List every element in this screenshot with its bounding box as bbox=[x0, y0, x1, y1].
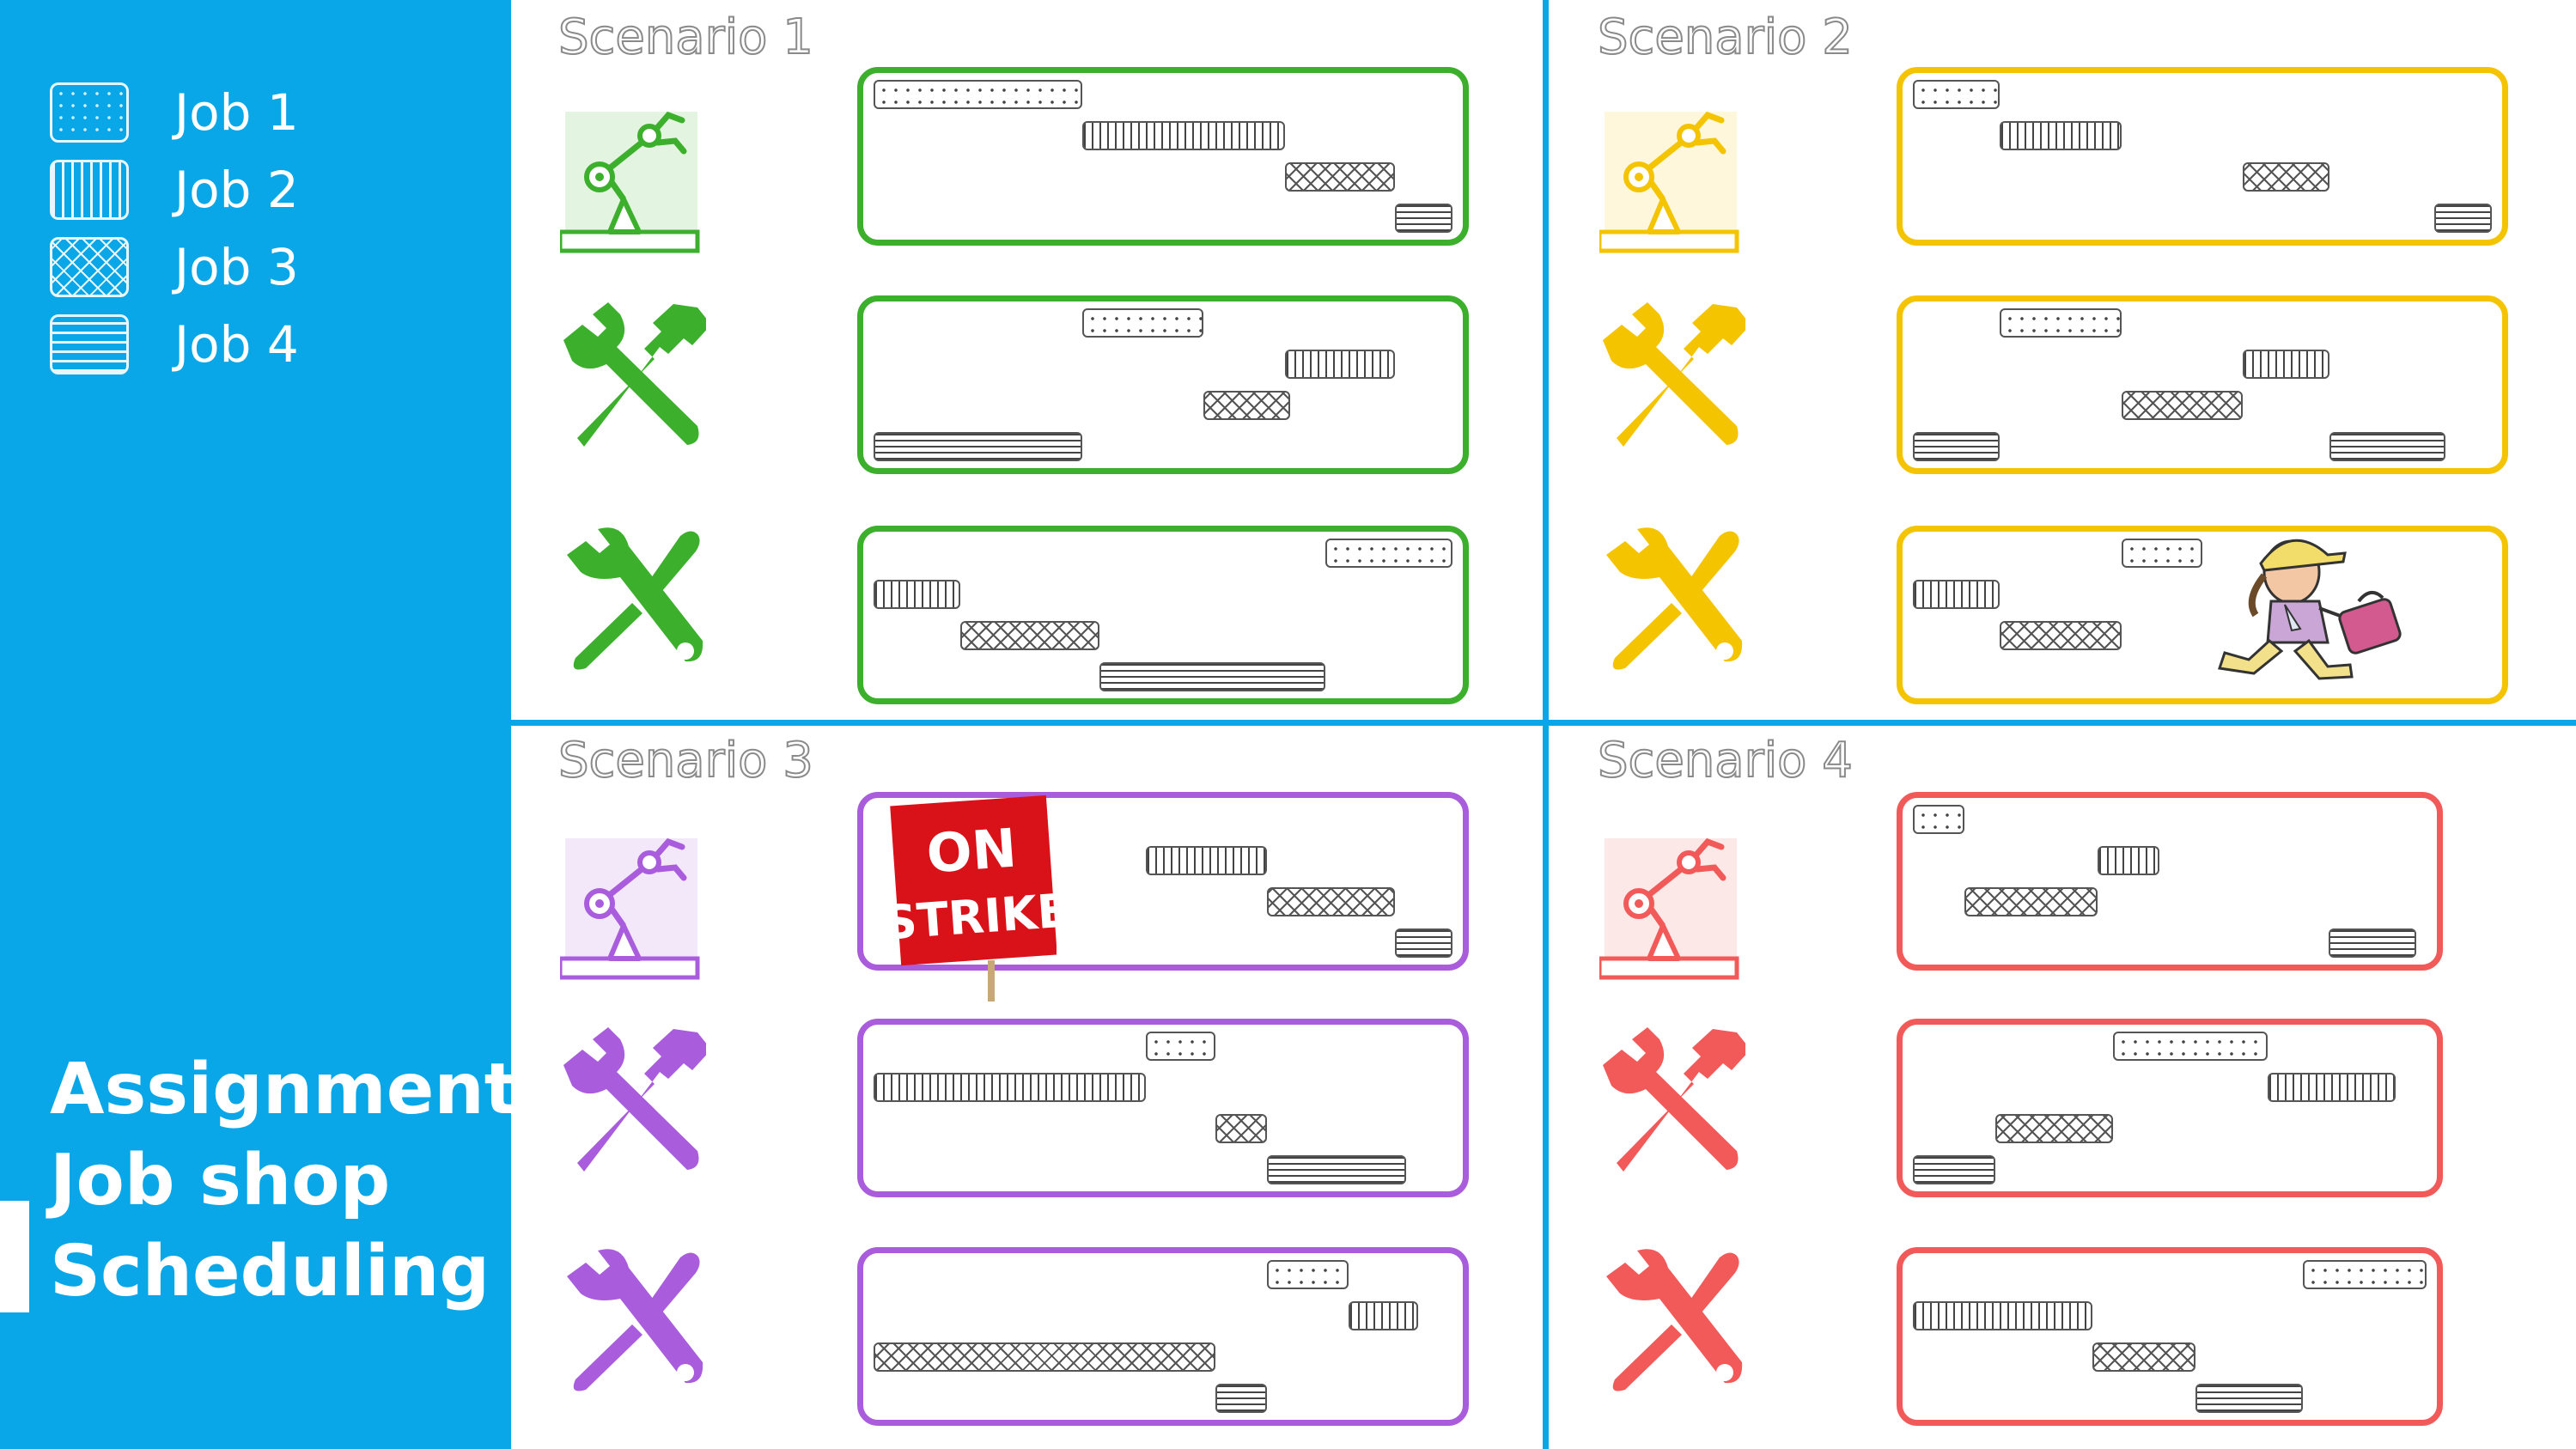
job-3-bar bbox=[1284, 162, 1395, 192]
robot-arm-icon bbox=[1597, 103, 1745, 258]
job-4-bar bbox=[2329, 432, 2446, 461]
wrench-screwdriver-icon bbox=[560, 1244, 706, 1398]
machine-schedule-box bbox=[1897, 1247, 2443, 1426]
legend-label: Job 1 bbox=[174, 83, 299, 142]
legend-swatch-job-1 bbox=[50, 82, 129, 143]
wrench-screwdriver-icon bbox=[560, 522, 706, 677]
job-3-bar bbox=[1215, 1114, 1268, 1143]
running-worker-icon bbox=[2218, 539, 2402, 680]
job-3-bar bbox=[2092, 1342, 2195, 1372]
job-3-bar bbox=[2243, 162, 2330, 192]
machine-schedule-box bbox=[857, 1019, 1469, 1197]
job-4-bar bbox=[874, 432, 1082, 461]
job-4-bar bbox=[1267, 1155, 1407, 1184]
job-1-bar bbox=[2000, 308, 2122, 338]
wrench-screwdriver-icon bbox=[1599, 1244, 1745, 1398]
job-3-bar bbox=[960, 621, 1099, 650]
job-1-bar bbox=[1267, 1260, 1349, 1289]
strike-sign-line-2: STRIKE bbox=[890, 883, 1057, 950]
legend-label: Job 2 bbox=[174, 161, 299, 219]
job-4-bar bbox=[2195, 1384, 2304, 1413]
job-3-bar bbox=[1203, 391, 1291, 420]
job-3-bar bbox=[1964, 887, 2098, 916]
hammer-wrench-icon bbox=[1599, 1022, 1751, 1177]
job-2-bar bbox=[2267, 1073, 2396, 1102]
machine-schedule-box bbox=[1897, 1019, 2443, 1197]
job-2-bar bbox=[874, 580, 961, 609]
quadrant-divider-horizontal bbox=[511, 720, 2576, 726]
machine-schedule-box bbox=[857, 526, 1469, 704]
job-1-bar bbox=[2113, 1032, 2268, 1061]
on-strike-sign-icon: ON STRIKE bbox=[890, 795, 1057, 1002]
scenario-title: Scenario 2 bbox=[1597, 9, 1854, 65]
job-3-bar bbox=[874, 1342, 1215, 1372]
strike-sign-line-1: ON bbox=[924, 817, 1018, 886]
legend-swatch-job-4 bbox=[50, 314, 129, 374]
job-2-bar bbox=[2243, 350, 2330, 379]
scenario-title: Scenario 1 bbox=[557, 9, 814, 65]
job-3-bar bbox=[2121, 391, 2244, 420]
job-2-bar bbox=[874, 1073, 1146, 1102]
job-2-bar bbox=[1081, 121, 1285, 150]
job-4-bar bbox=[1913, 1155, 1995, 1184]
job-1-bar bbox=[874, 80, 1082, 109]
job-2-bar bbox=[2098, 846, 2160, 875]
machine-schedule-box bbox=[1897, 792, 2443, 971]
robot-arm-icon bbox=[557, 103, 706, 258]
hammer-wrench-icon bbox=[560, 1022, 711, 1177]
job-4-bar bbox=[1394, 204, 1452, 233]
job-1-bar bbox=[1913, 805, 1964, 834]
hammer-wrench-icon bbox=[560, 297, 711, 452]
machine-schedule-box bbox=[857, 1247, 1469, 1426]
job-1-bar bbox=[2121, 539, 2202, 568]
strike-sign-board bbox=[890, 795, 1057, 966]
job-2-bar bbox=[2000, 121, 2122, 150]
job-2-bar bbox=[1284, 350, 1395, 379]
job-3-bar bbox=[2000, 621, 2122, 650]
legend-label: Job 3 bbox=[174, 238, 299, 296]
job-1-bar bbox=[2303, 1260, 2427, 1289]
robot-arm-icon bbox=[1597, 830, 1745, 984]
job-4-bar bbox=[1913, 432, 2001, 461]
job-3-bar bbox=[1994, 1114, 2114, 1143]
job-4-bar bbox=[2329, 928, 2417, 958]
job-1-bar bbox=[1913, 80, 2001, 109]
job-2-bar bbox=[1913, 580, 2001, 609]
job-4-bar bbox=[1215, 1384, 1268, 1413]
job-1-bar bbox=[1081, 308, 1204, 338]
sidebar: Job 1 Job 2 Job 3 Job 4 Assignment & Job sh… bbox=[0, 0, 604, 1449]
hammer-wrench-icon bbox=[1599, 297, 1751, 452]
slide-title: Assignment & Job shop Scheduling bbox=[50, 1044, 604, 1318]
sidebar-notch bbox=[0, 1201, 29, 1312]
scenario-title: Scenario 4 bbox=[1597, 733, 1854, 788]
robot-arm-icon bbox=[557, 830, 706, 984]
job-4-bar bbox=[2433, 204, 2492, 233]
job-1-bar bbox=[1145, 1032, 1215, 1061]
machine-schedule-box bbox=[1897, 67, 2508, 246]
job-4-bar bbox=[1394, 928, 1452, 958]
title-line-1: Assignment & bbox=[50, 1049, 604, 1130]
wrench-screwdriver-icon bbox=[1599, 522, 1745, 677]
scenario-title: Scenario 3 bbox=[557, 733, 814, 788]
job-2-bar bbox=[1145, 846, 1268, 875]
machine-schedule-box bbox=[1897, 526, 2508, 704]
job-2-bar bbox=[1348, 1301, 1418, 1330]
legend-label: Job 4 bbox=[174, 315, 299, 374]
machine-schedule-box bbox=[857, 295, 1469, 474]
title-line-2: Job shop bbox=[50, 1140, 391, 1221]
job-3-bar bbox=[1267, 887, 1395, 916]
machine-schedule-box bbox=[1897, 295, 2508, 474]
job-4-bar bbox=[1099, 662, 1325, 691]
title-line-3: Scheduling bbox=[50, 1231, 490, 1312]
job-1-bar bbox=[1325, 539, 1452, 568]
job-2-bar bbox=[1913, 1301, 2093, 1330]
legend-swatch-job-2 bbox=[50, 160, 129, 220]
legend-swatch-job-3 bbox=[50, 237, 129, 297]
machine-schedule-box bbox=[857, 67, 1469, 246]
